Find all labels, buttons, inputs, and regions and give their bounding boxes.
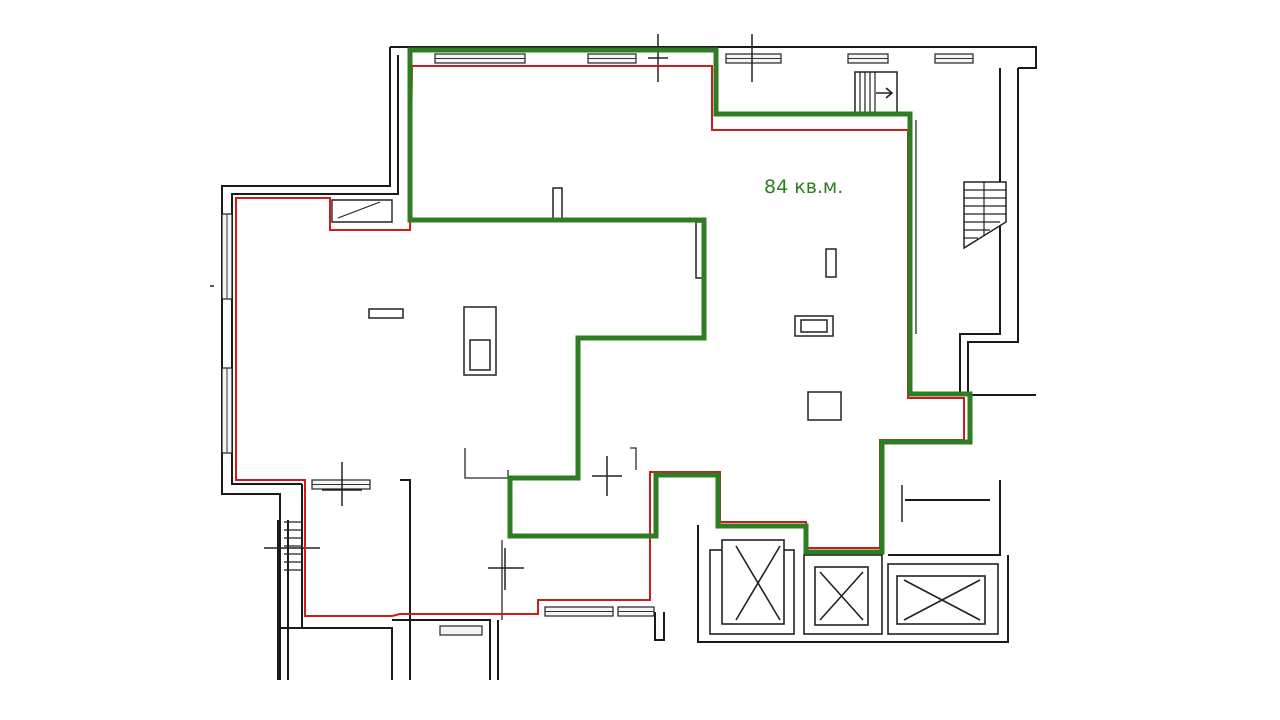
axis-marks xyxy=(210,34,903,590)
area-label: 84 кв.м. xyxy=(764,176,843,198)
outer-walls xyxy=(221,46,1037,680)
stairs xyxy=(284,71,1007,571)
shafts xyxy=(709,539,999,635)
highlighted-zone-outline xyxy=(407,47,973,555)
windows xyxy=(221,53,974,636)
columns xyxy=(331,187,842,421)
premises-outline xyxy=(235,65,965,617)
